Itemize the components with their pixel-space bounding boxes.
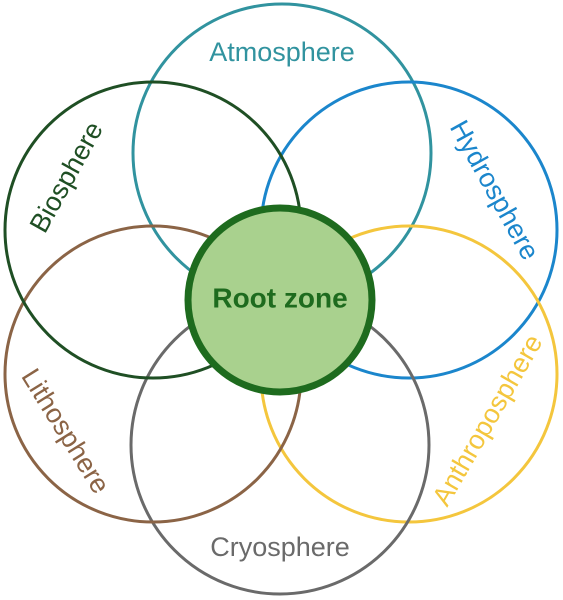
root-zone-label: Root zone (212, 282, 347, 313)
hydrosphere-label: Hydrosphere (444, 115, 545, 265)
biosphere-label: Biosphere (24, 117, 109, 238)
lithosphere-label: Lithosphere (15, 363, 115, 499)
root-zone-circle (184, 204, 376, 396)
cryosphere-label: Cryosphere (210, 532, 350, 562)
atmosphere-label: Atmosphere (209, 37, 355, 67)
